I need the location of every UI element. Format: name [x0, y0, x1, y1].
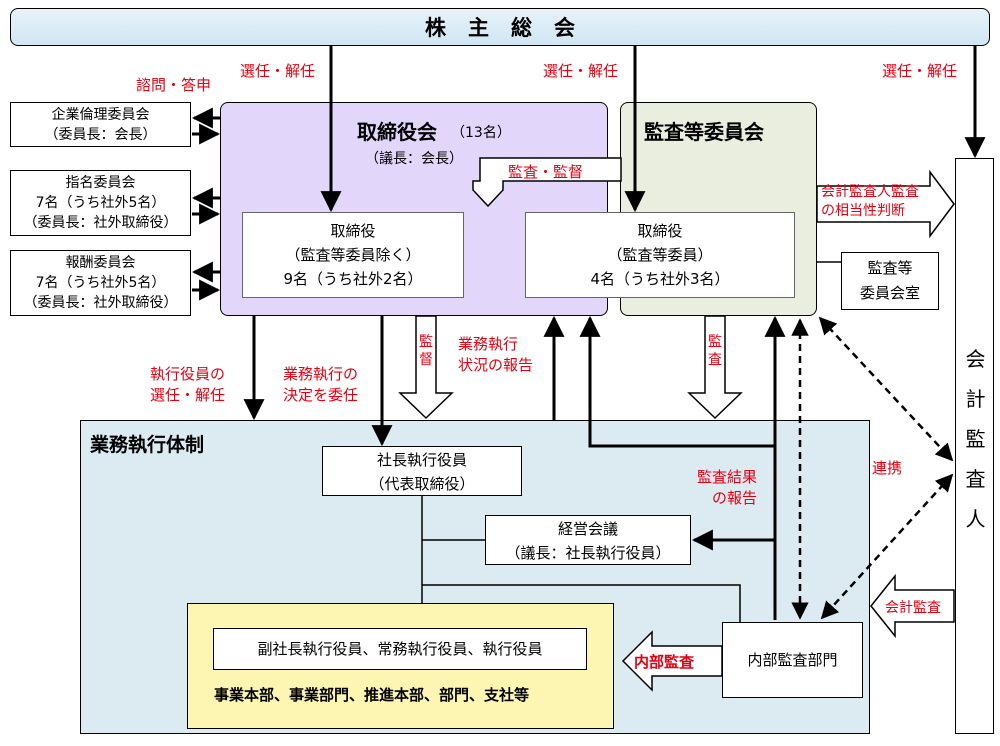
ethics-committee-name: 企業倫理委員会: [51, 107, 150, 123]
delegate-line1: 業務執行の: [283, 365, 359, 383]
officers-label: 副社長執行役員、常務執行役員、執行役員: [257, 640, 543, 658]
accounting-check-label: 会計監査人監査 の相当性判断: [821, 183, 919, 221]
officers-box: 副社長執行役員、常務執行役員、執行役員: [213, 628, 587, 670]
nomination-committee-name: 指名委員会: [65, 175, 136, 191]
status-report-label: 業務執行 状況の報告: [458, 334, 533, 376]
audit-directors-box: 取締役 （監査等委員） 4名（うち社外3名）: [525, 212, 795, 298]
elect-label-3: 選任・解任: [882, 62, 958, 80]
audit-office-line2: 委員会室: [859, 284, 920, 302]
management-meeting-chair: （議長：社長執行役員）: [505, 544, 671, 562]
elect-label-2: 選任・解任: [543, 62, 619, 80]
board-chair: （議長：会長）: [365, 151, 463, 167]
auditor-char: 計: [965, 387, 986, 411]
shareholders-meeting-label: 株主総会: [425, 16, 597, 40]
board-title: 取締役会: [357, 120, 437, 144]
management-meeting-title: 経営会議: [557, 520, 618, 538]
exec-officer-line2: 選任・解任: [150, 386, 226, 404]
audit-result-label: 監査結果 の報告: [697, 467, 757, 509]
audit-directors-desc: （監査等委員）: [607, 246, 713, 264]
exec-officer-label: 執行役員の 選任・解任: [150, 364, 225, 406]
status-report-line1: 業務執行: [458, 335, 519, 353]
status-report-line2: 状況の報告: [458, 356, 534, 374]
directors-title: 取締役: [330, 222, 376, 240]
audit-result-line2: の報告: [712, 489, 758, 507]
compensation-committee-name: 報酬委員会: [65, 255, 136, 271]
internal-audit-label: 内部監査: [634, 653, 695, 671]
accounting-check-line2: の相当性判断: [821, 203, 905, 219]
directors-box: 取締役 （監査等委員除く） 9名（うち社外2名）: [242, 212, 464, 298]
audit-directors-title: 取締役: [637, 222, 683, 240]
president-role: （代表取締役）: [369, 475, 475, 493]
delegate-label: 業務執行の 決定を委任: [283, 364, 358, 406]
audit-directors-count: 4名（うち社外3名）: [590, 270, 730, 288]
elect-label-1: 選任・解任: [240, 62, 316, 80]
nomination-committee-chair: （委員長：社外取締役）: [23, 215, 178, 231]
accounting-audit-label: 会計監査: [885, 600, 941, 616]
cooperation-label: 連携: [872, 459, 903, 477]
audit-supervise-label: 監査・監督: [508, 163, 584, 181]
ethics-committee-box: 企業倫理委員会 （委員長：会長）: [10, 102, 191, 147]
supervise-label: 監督: [419, 334, 433, 368]
auditor-char: 人: [965, 507, 986, 531]
directors-desc: （監査等委員除く）: [285, 246, 421, 264]
audit-office-box: 監査等 委員会室: [841, 252, 939, 310]
audit-v-label: 監査: [708, 334, 722, 368]
audit-result-line1: 監査結果: [697, 468, 758, 486]
accounting-check-line1: 会計監査人監査: [821, 184, 919, 200]
internal-audit-dept-box: 内部監査部門: [722, 622, 863, 698]
board-count: （13名）: [451, 125, 511, 141]
audit-office-line1: 監査等: [867, 259, 913, 277]
delegate-line2: 決定を委任: [283, 386, 359, 404]
audit-committee-title: 監査等委員会: [644, 120, 764, 144]
execution-system-title: 業務執行体制: [90, 434, 205, 456]
internal-audit-dept-label: 内部監査部門: [747, 651, 838, 669]
ethics-committee-chair: （委員長：会長）: [44, 127, 157, 143]
divisions-label: 事業本部、事業部門、推進本部、部門、支社等: [214, 686, 530, 704]
auditor-char: 査: [965, 467, 986, 491]
auditor-char: 監: [965, 427, 986, 451]
compensation-committee-members: 7名（うち社外5名）: [35, 275, 166, 291]
accounting-auditor-box: 会 計 監 査 人: [955, 158, 994, 734]
compensation-committee-box: 報酬委員会 7名（うち社外5名） （委員長：社外取締役）: [10, 250, 191, 316]
compensation-committee-chair: （委員長：社外取締役）: [23, 295, 178, 311]
nomination-committee-members: 7名（うち社外5名）: [35, 195, 166, 211]
shareholders-meeting-box: 株主総会: [10, 8, 990, 46]
management-meeting-box: 経営会議 （議長：社長執行役員）: [485, 515, 691, 565]
directors-count: 9名（うち社外2名）: [283, 270, 423, 288]
president-box: 社長執行役員 （代表取締役）: [322, 446, 522, 496]
consult-label: 諮問・答申: [136, 76, 212, 94]
president-title: 社長執行役員: [376, 451, 467, 469]
exec-officer-line1: 執行役員の: [150, 365, 226, 383]
auditor-char: 会: [965, 347, 986, 371]
nomination-committee-box: 指名委員会 7名（うち社外5名） （委員長：社外取締役）: [10, 170, 191, 236]
